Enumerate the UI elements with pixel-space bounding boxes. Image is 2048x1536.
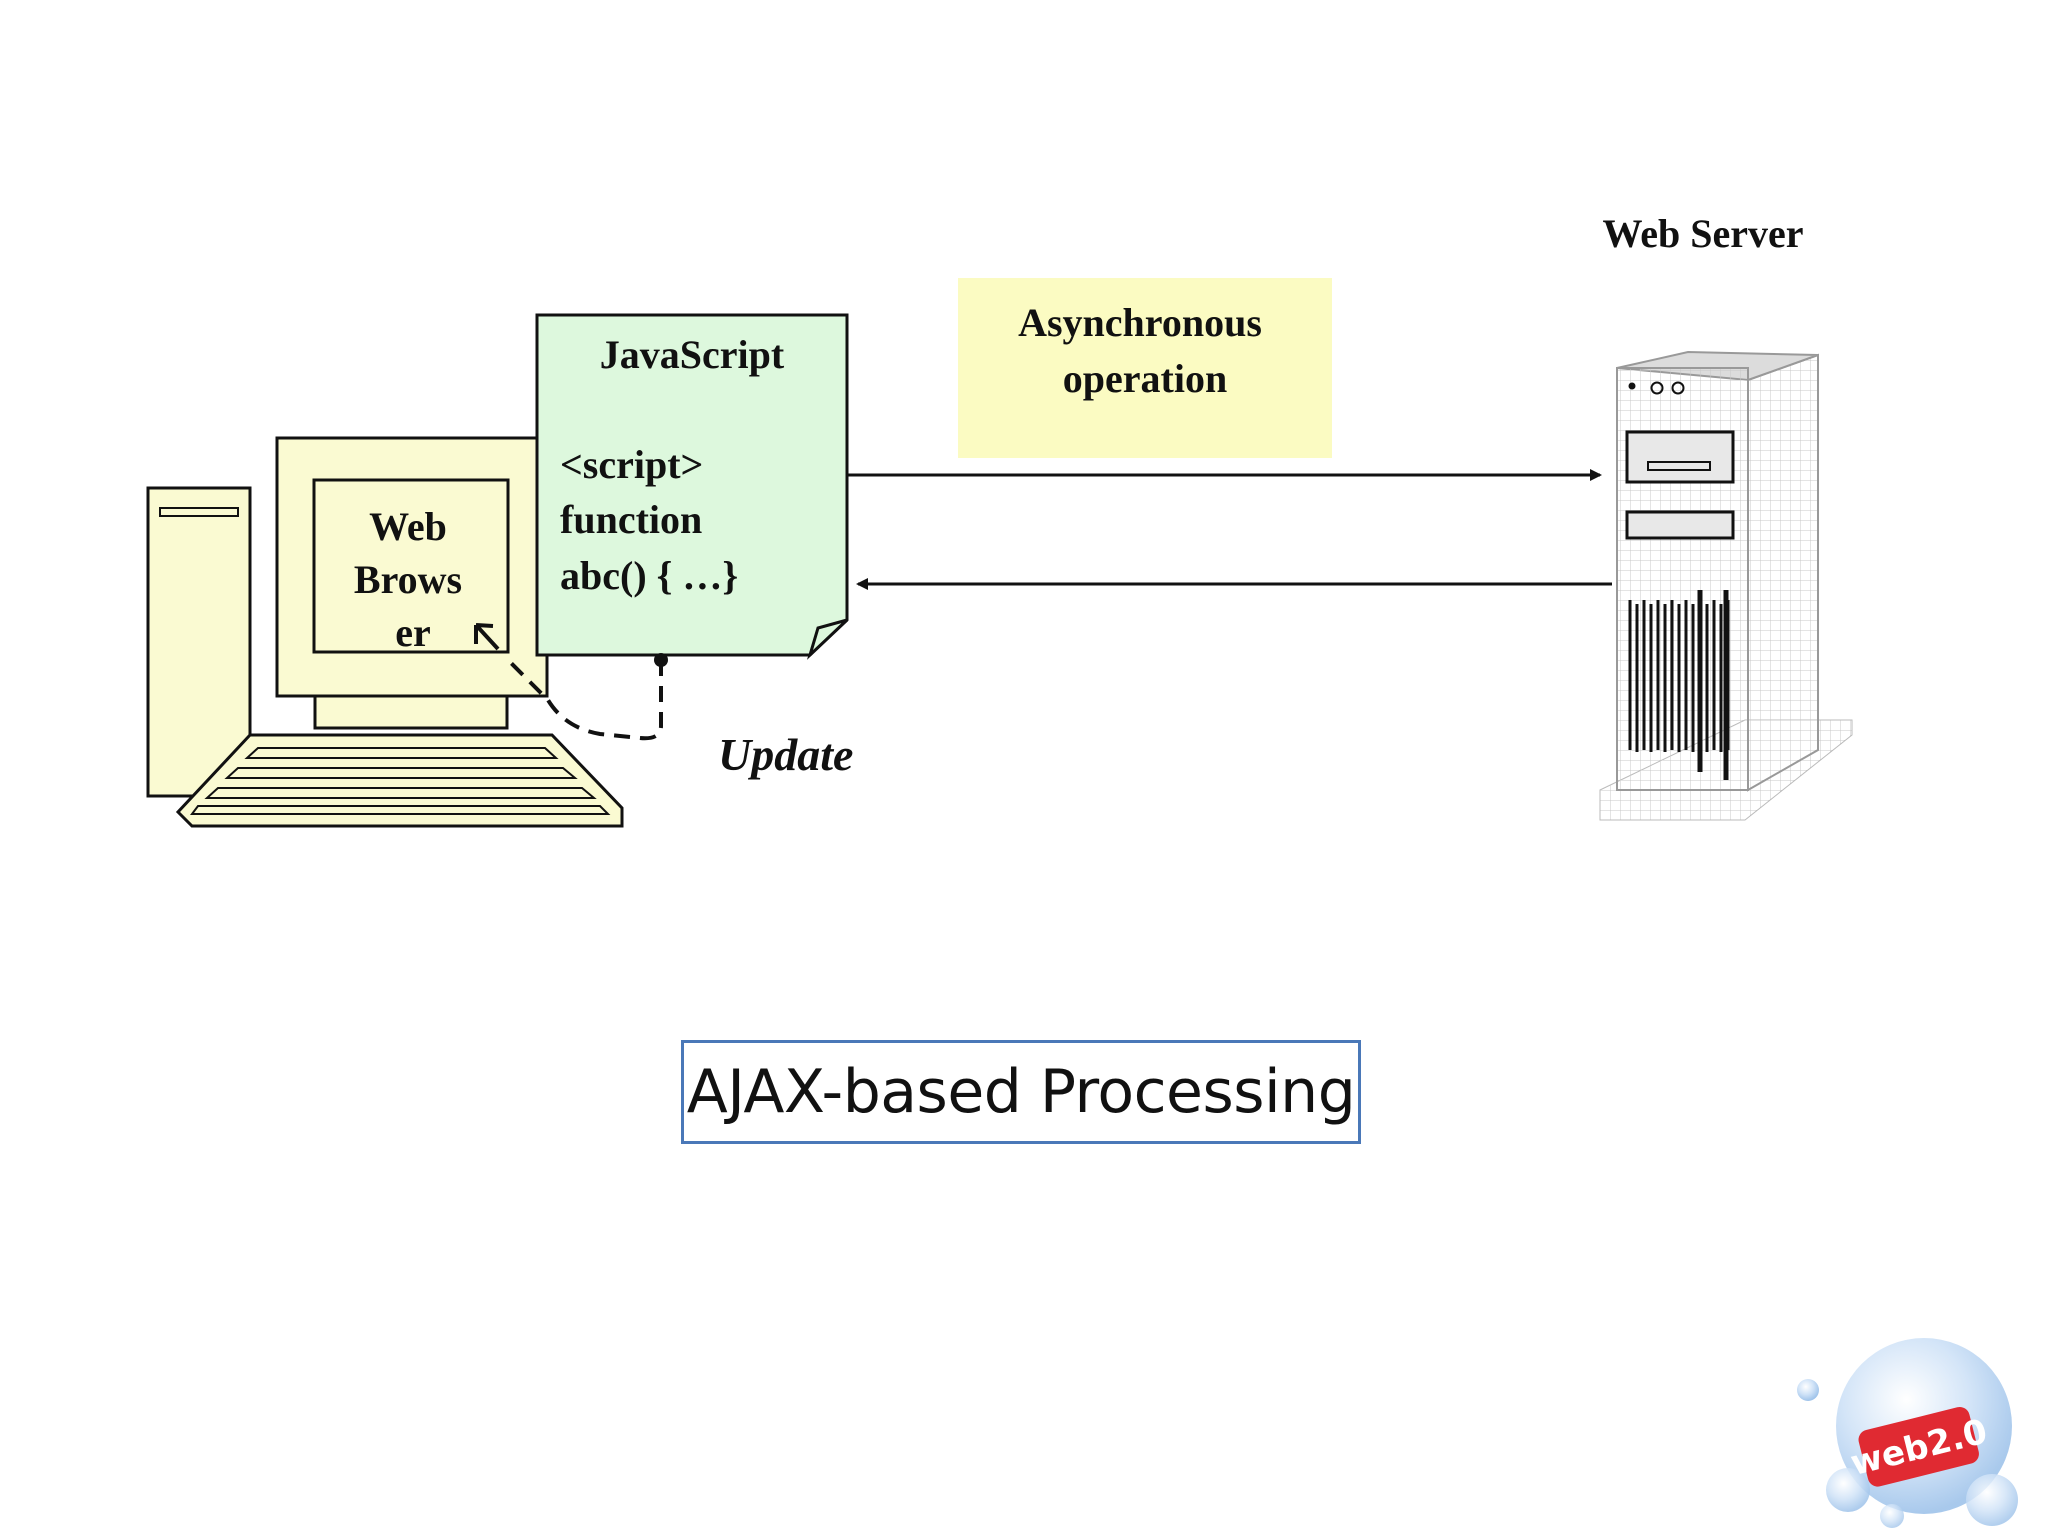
update-dashed-line (506, 658, 663, 741)
logo-small-bubble (1797, 1379, 1819, 1401)
monitor-screen (312, 478, 510, 654)
browser-label: Web Brows er (354, 504, 472, 655)
keyboard-row (190, 805, 611, 815)
javascript-document: JavaScript <script> function abc() { …} (535, 313, 849, 660)
async-operation-note: Asynchronous operation (958, 278, 1332, 458)
logo-badge (1858, 1406, 1979, 1487)
logo-small-bubble (1880, 1504, 1904, 1528)
server-drive-bay (1625, 510, 1735, 540)
server-label: Web Server (1602, 211, 1803, 256)
update-label: Update (718, 729, 853, 780)
js-code: <script> function abc() { …} (560, 442, 738, 598)
monitor-stand (313, 694, 509, 730)
caption-box: AJAX-based Processing (681, 1040, 1361, 1144)
tower-drive-slot (159, 507, 239, 517)
server-drive-bay (1625, 430, 1735, 484)
client-computer: Web Brows er (146, 436, 624, 828)
web-server: Web Server (1599, 211, 1853, 821)
server-button-icon (1671, 381, 1685, 395)
keyboard-row (204, 787, 597, 799)
server-drive-slot (1647, 461, 1711, 471)
js-doc-fold (806, 618, 849, 660)
computer-tower (146, 486, 252, 798)
update-connector: Update (506, 653, 853, 780)
caption-title: AJAX-based Processing (686, 1057, 1356, 1127)
keyboard-row (244, 747, 559, 759)
server-side-panel (1747, 353, 1819, 792)
server-led-icon (1628, 382, 1636, 390)
logo-small-bubble (1826, 1468, 1870, 1512)
keyboard-row (224, 767, 578, 779)
web20-logo: web2.0 (1797, 1338, 2018, 1528)
server-vent-grille (1628, 600, 1730, 752)
server-button-icon (1650, 381, 1664, 395)
async-label: Asynchronous operation (1018, 300, 1272, 401)
cursor-icon (474, 623, 500, 651)
js-title: JavaScript (600, 332, 785, 377)
async-note-box (958, 278, 1332, 458)
logo-small-bubble (1966, 1474, 2018, 1526)
